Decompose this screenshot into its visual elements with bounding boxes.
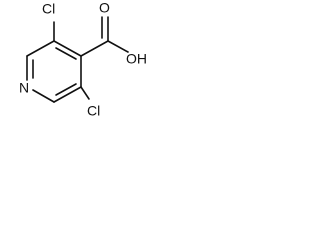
bond-c5-cl-bottom (80, 86, 90, 100)
ring-bond-c3-c4 (53, 40, 82, 57)
bond-c-oh (107, 40, 129, 53)
ring-bond-c2-c3 (26, 40, 55, 57)
atom-label-cl-top: Cl (42, 1, 55, 17)
atom-label-oxygen: O (99, 0, 110, 16)
atom-label-nitrogen: N (19, 80, 29, 96)
ring-bond-c5-c6 (53, 86, 82, 103)
bond-c4-carboxyl (80, 40, 109, 57)
atom-label-cl-bottom: Cl (87, 103, 100, 119)
ring-double-bond-c3-c4 (55, 47, 77, 60)
ring-double-bond-c5-c6 (55, 83, 77, 96)
chemical-structure-diagram: Cl O OH N Cl (19, 0, 147, 119)
ring-bond-c6-n (32, 89, 55, 103)
atom-label-hydroxyl: OH (126, 51, 147, 67)
